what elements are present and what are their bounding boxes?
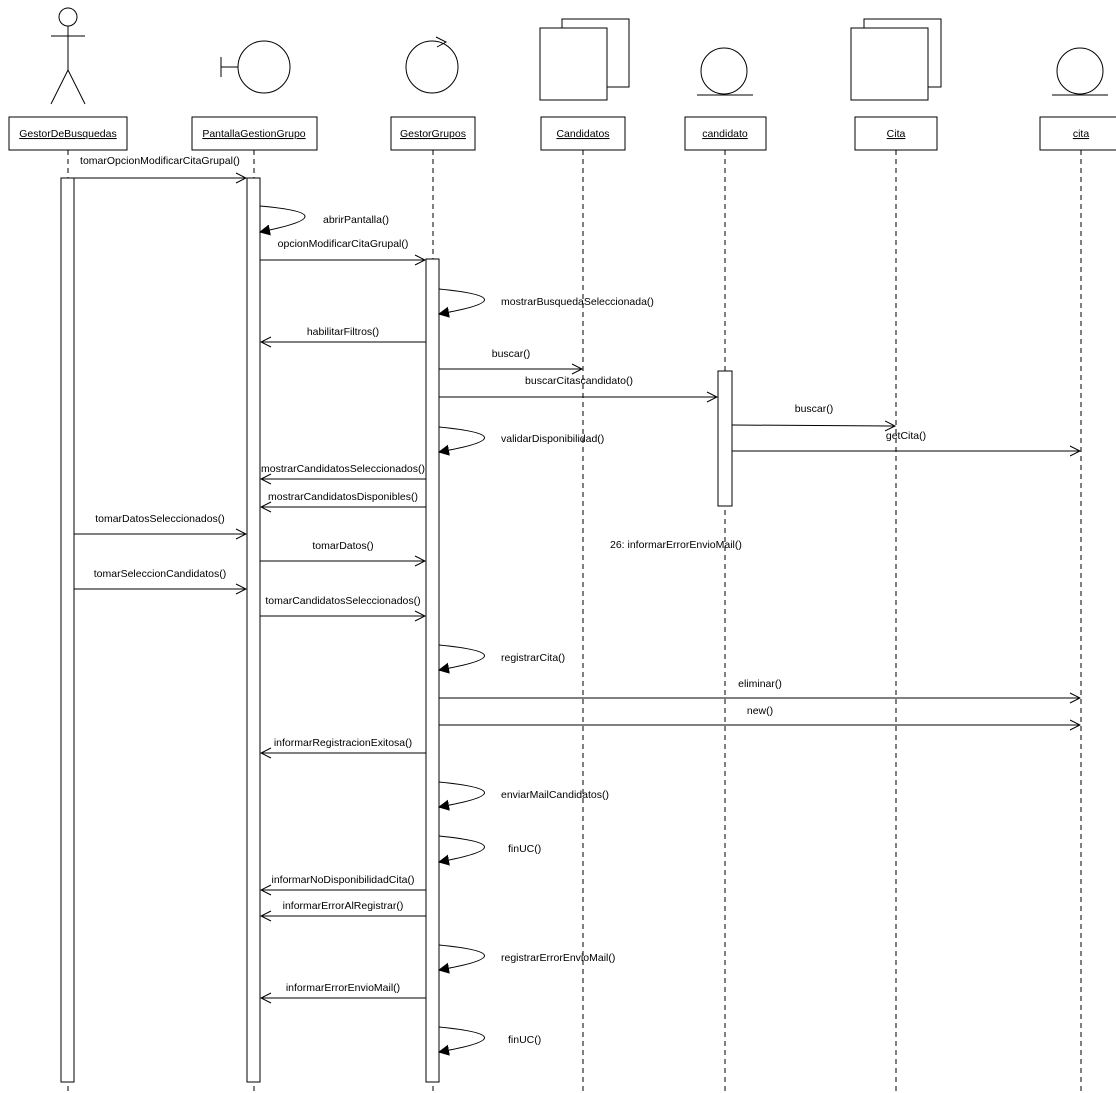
actor-icon [50, 7, 86, 105]
collection-icon [539, 18, 630, 101]
message-label: buscarCitascandidato() [525, 375, 633, 387]
participant-name: candidato [702, 128, 748, 140]
message-arrow [731, 425, 895, 426]
self-message-arrow [439, 835, 485, 862]
message-label: mostrarBusquedaSeleccionada() [501, 296, 654, 308]
participant-pantallagestiongrupo[interactable]: PantallaGestionGrupo [191, 116, 318, 151]
self-message-arrow [260, 205, 306, 232]
entity-icon [1052, 47, 1108, 96]
message-label: eliminar() [738, 678, 782, 690]
collection-icon [850, 18, 942, 101]
message-label: registrarErrorEnvioMail() [501, 952, 615, 964]
message-label: mostrarCandidatosSeleccionados() [261, 463, 425, 475]
message-label: registrarCita() [501, 652, 565, 664]
message-label: validarDisponibilidad() [501, 433, 604, 445]
self-message-arrow [439, 426, 485, 452]
message-label: mostrarCandidatosDisponibles() [268, 491, 418, 503]
message-label: tomarSeleccionCandidatos() [94, 568, 226, 580]
entity-icon [697, 47, 753, 96]
self-message-arrow [439, 781, 485, 807]
self-message-arrow [439, 1026, 485, 1052]
message-label: tomarDatosSeleccionados() [95, 513, 225, 525]
message-label: informarErrorAlRegistrar() [283, 900, 404, 912]
participant-gestorgrupos[interactable]: GestorGrupos [390, 116, 476, 151]
self-message-arrow [439, 288, 485, 314]
control-icon [405, 36, 459, 94]
self-message-arrow [439, 644, 485, 670]
participant-name: PantallaGestionGrupo [202, 128, 305, 140]
message-label: new() [747, 705, 773, 717]
message-label: tomarCandidatosSeleccionados() [265, 595, 420, 607]
participant-name: Candidatos [556, 128, 609, 140]
message-label: informarRegistracionExitosa() [274, 737, 412, 749]
message-label: abrirPantalla() [323, 214, 389, 226]
activation-bar-gestorgrupos [425, 258, 440, 1083]
participant-candidato[interactable]: candidato [684, 116, 767, 151]
floating-note: 26: informarErrorEnvioMail() [610, 539, 742, 551]
participant-candidatos[interactable]: Candidatos [540, 116, 626, 151]
message-label: informarErrorEnvioMail() [286, 982, 400, 994]
activation-bar-gestordebusquedas [60, 177, 75, 1083]
message-label: tomarOpcionModificarCitaGrupal() [80, 155, 240, 167]
participant-cita-entity[interactable]: cita [1039, 116, 1116, 151]
participant-gestordebusquedas[interactable]: GestorDeBusquedas [8, 116, 128, 151]
message-label: enviarMailCandidatos() [501, 789, 609, 801]
message-label: opcionModificarCitaGrupal() [278, 238, 409, 250]
message-label: habilitarFiltros() [307, 326, 379, 338]
message-label: informarNoDisponibilidadCita() [272, 874, 415, 886]
message-label: tomarDatos() [312, 540, 373, 552]
participant-name: GestorGrupos [400, 128, 466, 140]
boundary-icon [220, 40, 291, 94]
message-label: finUC() [508, 1034, 541, 1046]
activation-bar-candidato [717, 370, 733, 507]
participant-cita-collection[interactable]: Cita [854, 116, 938, 151]
self-message-arrow [439, 944, 485, 970]
message-label: finUC() [508, 843, 541, 855]
message-label: buscar() [795, 403, 834, 415]
message-label: getCita() [886, 430, 926, 442]
message-label: buscar() [492, 348, 531, 360]
participant-name: GestorDeBusquedas [19, 128, 116, 140]
participant-name: Cita [887, 128, 906, 140]
participant-name: cita [1073, 128, 1090, 140]
activation-bar-pantallagestiongrupo [246, 177, 261, 1083]
